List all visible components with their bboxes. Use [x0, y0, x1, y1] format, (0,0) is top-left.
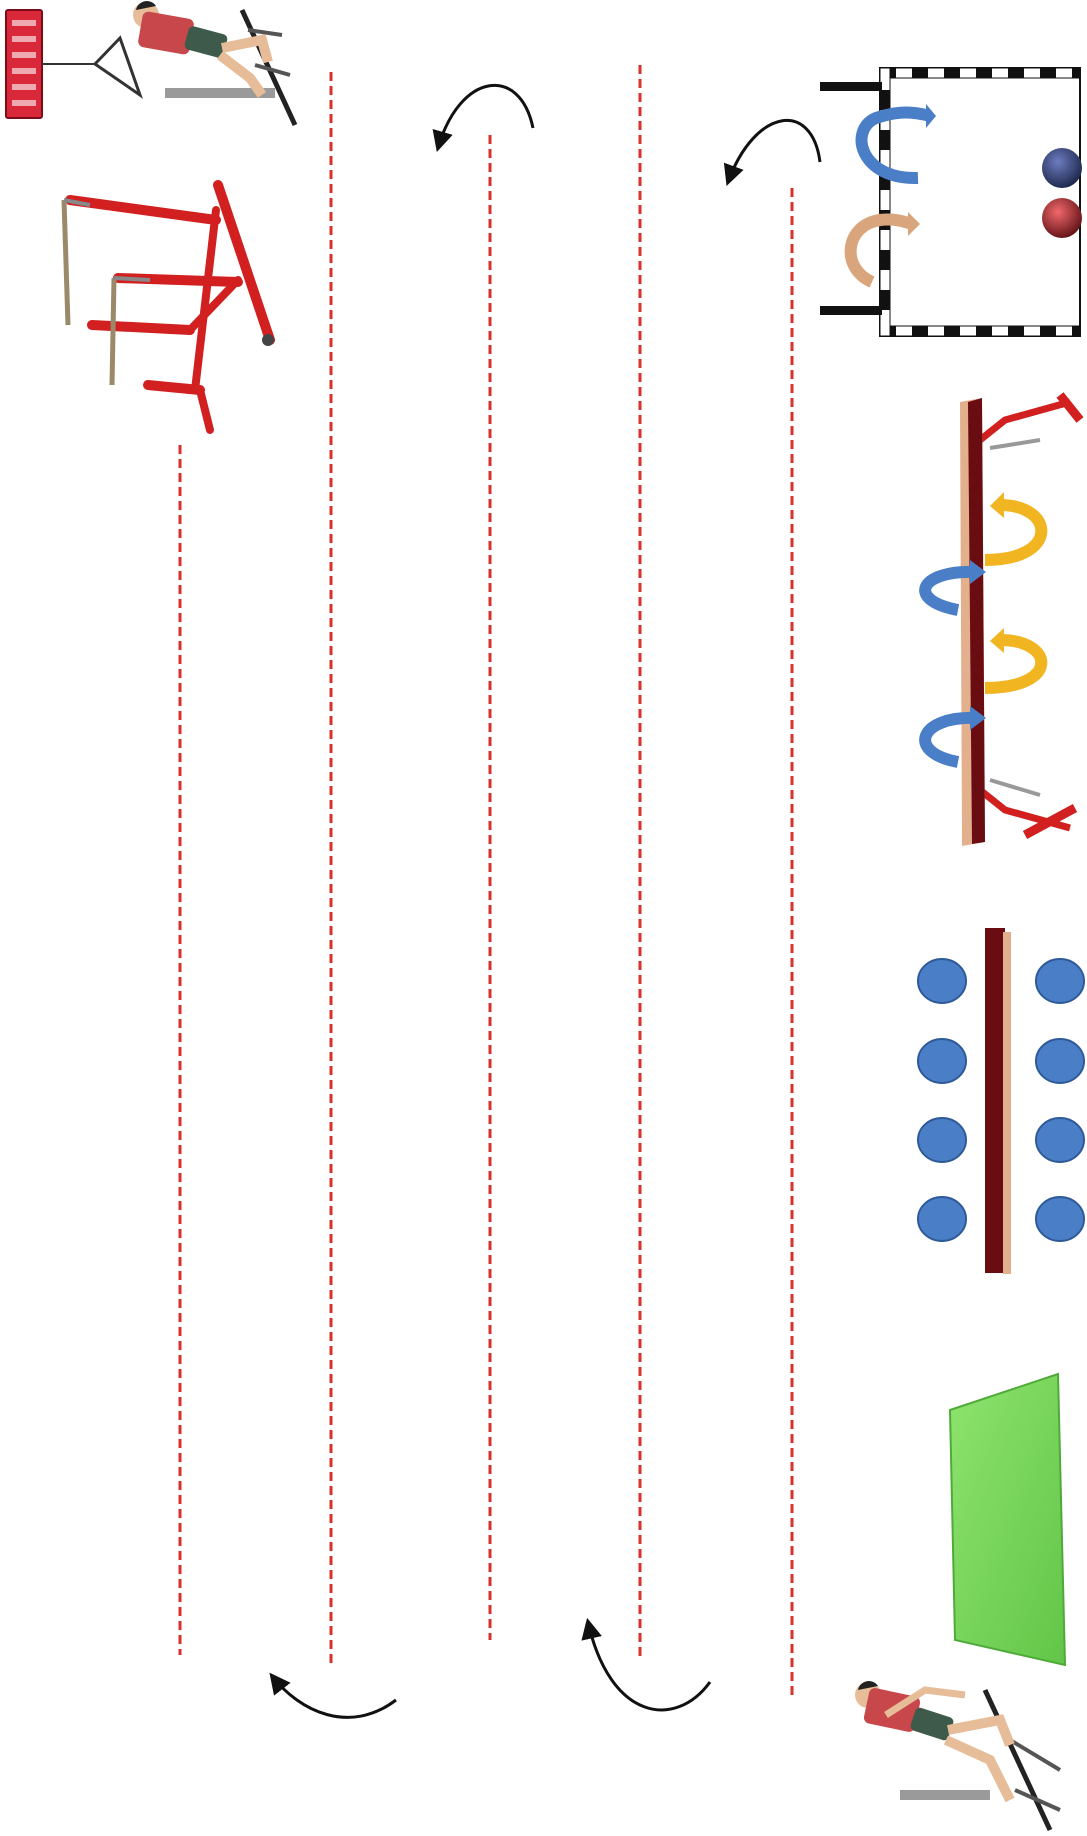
- tan-rotation-arrowhead: [908, 212, 920, 236]
- disc-right-3: [1035, 1117, 1085, 1163]
- beam-with-rotations: [919, 392, 1084, 846]
- tan-rotation-arrow: [844, 213, 914, 288]
- disc-beam: [985, 928, 1005, 1273]
- beam-with-discs: [917, 928, 1085, 1274]
- red-ball: [1042, 198, 1082, 238]
- finish-athlete: [133, 1, 298, 127]
- blue-rotation-2: [919, 711, 976, 768]
- finish-sign: [5, 9, 143, 119]
- blue-rotation-arrow: [855, 106, 932, 185]
- disc-right-2: [1035, 1038, 1085, 1084]
- disc-right-1: [1035, 958, 1085, 1004]
- disc-left-2: [917, 1038, 967, 1084]
- dark-ball: [1042, 148, 1082, 188]
- goal-with-balls: [820, 67, 1082, 337]
- landing-mat: [948, 1372, 1067, 1667]
- disc-left-3: [917, 1117, 967, 1163]
- turn-arrow-bottom-left: [269, 1672, 397, 1719]
- disc-right-4: [1035, 1196, 1085, 1242]
- turn-arrows: [269, 83, 822, 1719]
- turn-arrow-top-middle: [432, 83, 535, 153]
- lane-lines: [178, 65, 794, 1700]
- turn-arrow-top-right: [723, 119, 822, 186]
- parallel-bars-frame: [61, 180, 275, 434]
- start-athlete: [855, 1681, 1062, 1832]
- blue-rotation-arrowhead: [926, 104, 936, 128]
- yellow-rotation-1: [984, 499, 1048, 566]
- disc-left-1: [917, 958, 967, 1004]
- yellow-rotation-2: [984, 634, 1048, 694]
- blue-rotation-1: [919, 565, 976, 616]
- turn-arrow-bottom-right: [581, 1617, 712, 1712]
- goal-frame: [820, 67, 1081, 337]
- disc-left-4: [917, 1196, 967, 1242]
